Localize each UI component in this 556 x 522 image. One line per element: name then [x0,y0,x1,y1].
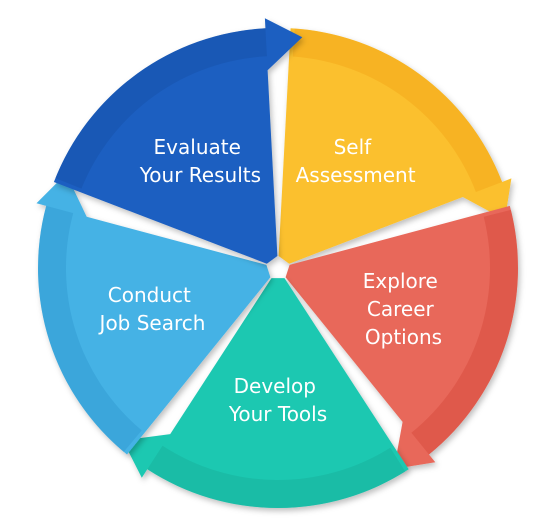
segment-evaluate-your-results-arrow [55,28,267,189]
segment-conduct-job-search-arrow [38,205,142,452]
segment-conduct-job-search-label: Conduct Job Search [98,283,206,335]
segment-conduct-job-search: Conduct Job Search [36,173,271,455]
segment-evaluate-your-results-shape [53,18,303,264]
segment-self-assessment-label: Self Assessment [296,135,416,187]
segment-evaluate-your-results-label: Evaluate Your Results [139,135,261,187]
segment-explore-career-options-shape [285,205,518,469]
segment-develop-your-tools-arrow [147,445,406,508]
segment-explore-career-options-label-line-3: Options [365,325,442,349]
segment-self-assessment: Self Assessment [278,28,512,264]
segment-evaluate-your-results-label-line-1: Evaluate [154,135,241,159]
segment-conduct-job-search-shape [36,173,271,455]
segment-self-assessment-label-line-2: Assessment [296,163,416,187]
segment-develop-your-tools: Develop Your Tools [122,278,409,509]
segment-conduct-job-search-label-line-2: Job Search [98,311,206,335]
segment-explore-career-options: Explore Career Options [285,205,519,469]
segment-self-assessment-label-line-1: Self [334,135,373,159]
segment-develop-your-tools-label-line-2: Your Tools [228,402,327,426]
segment-develop-your-tools-label: Develop Your Tools [228,374,327,426]
segment-conduct-job-search-label-line-1: Conduct [108,283,191,307]
segment-explore-career-options-label-line-1: Explore [363,269,438,293]
segment-develop-your-tools-label-line-1: Develop [234,374,316,398]
segment-explore-career-options-label-line-2: Career [367,297,435,321]
segment-self-assessment-arrow [292,28,503,192]
segment-develop-your-tools-shape [122,278,409,509]
segment-self-assessment-shape [278,28,512,264]
segment-evaluate-your-results: Evaluate Your Results [53,18,303,264]
segment-explore-career-options-arrow [411,209,519,455]
segment-explore-career-options-label: Explore Career Options [363,269,444,349]
segment-evaluate-your-results-label-line-2: Your Results [139,163,261,187]
